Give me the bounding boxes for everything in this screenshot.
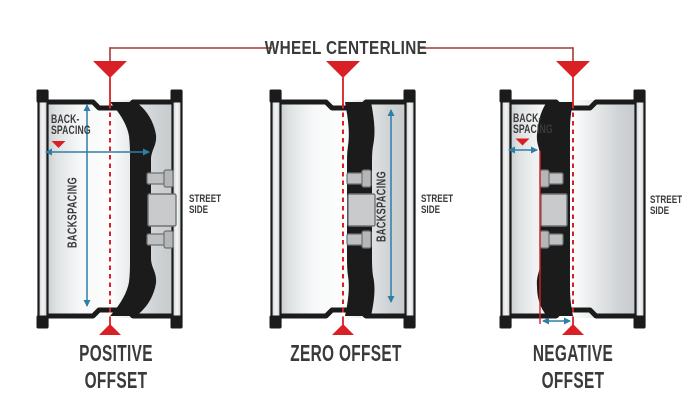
backspacing-small-label-negative: BACK- SPACING [513,111,553,136]
arrowhead-left [542,317,549,325]
rim-flange-back [500,90,512,328]
lug-boss [146,172,167,185]
street-side-label-zero: STREET SIDE [421,193,454,216]
arrowhead-up [83,104,91,111]
centerline-marker-top-negative [556,61,590,78]
rim-bottom-profile [47,307,173,319]
centerline-marker-top-zero [326,61,360,78]
rim-lip-top-street [403,89,416,103]
rim-bottom-profile [280,307,406,319]
rim-lip-bottom-street [170,315,183,329]
wheel-spoke-positive [110,102,157,316]
centerline-marker-bottom-negative [562,324,584,335]
hub-mounting-pad [147,193,177,227]
rim-lip-top-back [36,89,49,103]
centerline-marker-bottom-positive [99,324,121,335]
wheel-centerline-title: WHEEL CENTERLINE [264,38,428,58]
centerline-marker-top-positive [93,61,127,78]
arrowhead-up [387,109,395,116]
rim-lip-top-street [633,89,646,103]
backspacing-pointer-positive [51,141,66,148]
arrowhead-right [531,146,538,154]
rim-lip-bottom-back [269,315,282,329]
rim-lip-top-back [499,89,512,103]
negative-offset-caption: NEGATIVE OFFSET [532,340,614,393]
centerline-marker-bottom-zero [332,324,354,335]
lug-cap [163,230,174,249]
lug-cap [539,169,550,188]
street-side-label-negative: STREET SIDE [650,194,683,217]
rim-flange-street [404,90,416,328]
zero-offset-caption: ZERO OFFSET [290,340,402,366]
arrowhead-down [83,300,91,307]
hub-mounting-pad [540,193,568,227]
arrowhead-left [45,148,52,156]
arrowhead-left [508,146,515,154]
hub-mounting-pad [347,193,376,227]
rim-lip-top-back [269,89,282,103]
rim-lip-bottom-street [633,315,646,329]
lug-cap [361,230,372,249]
rim-flange-street [634,90,646,328]
rim-flange-back [37,90,49,328]
rim-flange-back [270,90,282,328]
wheel-positive [36,89,183,329]
rim-lip-bottom-street [403,315,416,329]
arrowhead-down [387,296,395,303]
backspacing-small-label-positive: BACK- SPACING [51,112,91,137]
backspacing-pointer-negative [515,138,530,146]
backspacing-vertical-label-positive: BACKSPACING [65,176,80,249]
rim-top-profile [47,99,173,111]
street-side-label-positive: STREET SIDE [189,193,222,216]
lug-cap [539,230,550,249]
lug-cap [163,169,174,188]
positive-offset-caption: POSITIVE OFFSET [79,340,153,393]
rim-lip-bottom-back [499,315,512,329]
arrowhead-right [143,148,150,156]
arrowhead-right [564,317,571,325]
backspacing-vertical-label-zero: BACKSPACING [374,170,389,243]
rim-lip-bottom-back [36,315,49,329]
lug-boss [146,233,167,246]
rim-lip-top-street [170,89,183,103]
rim-top-profile [280,99,406,111]
lug-cap [361,169,372,188]
